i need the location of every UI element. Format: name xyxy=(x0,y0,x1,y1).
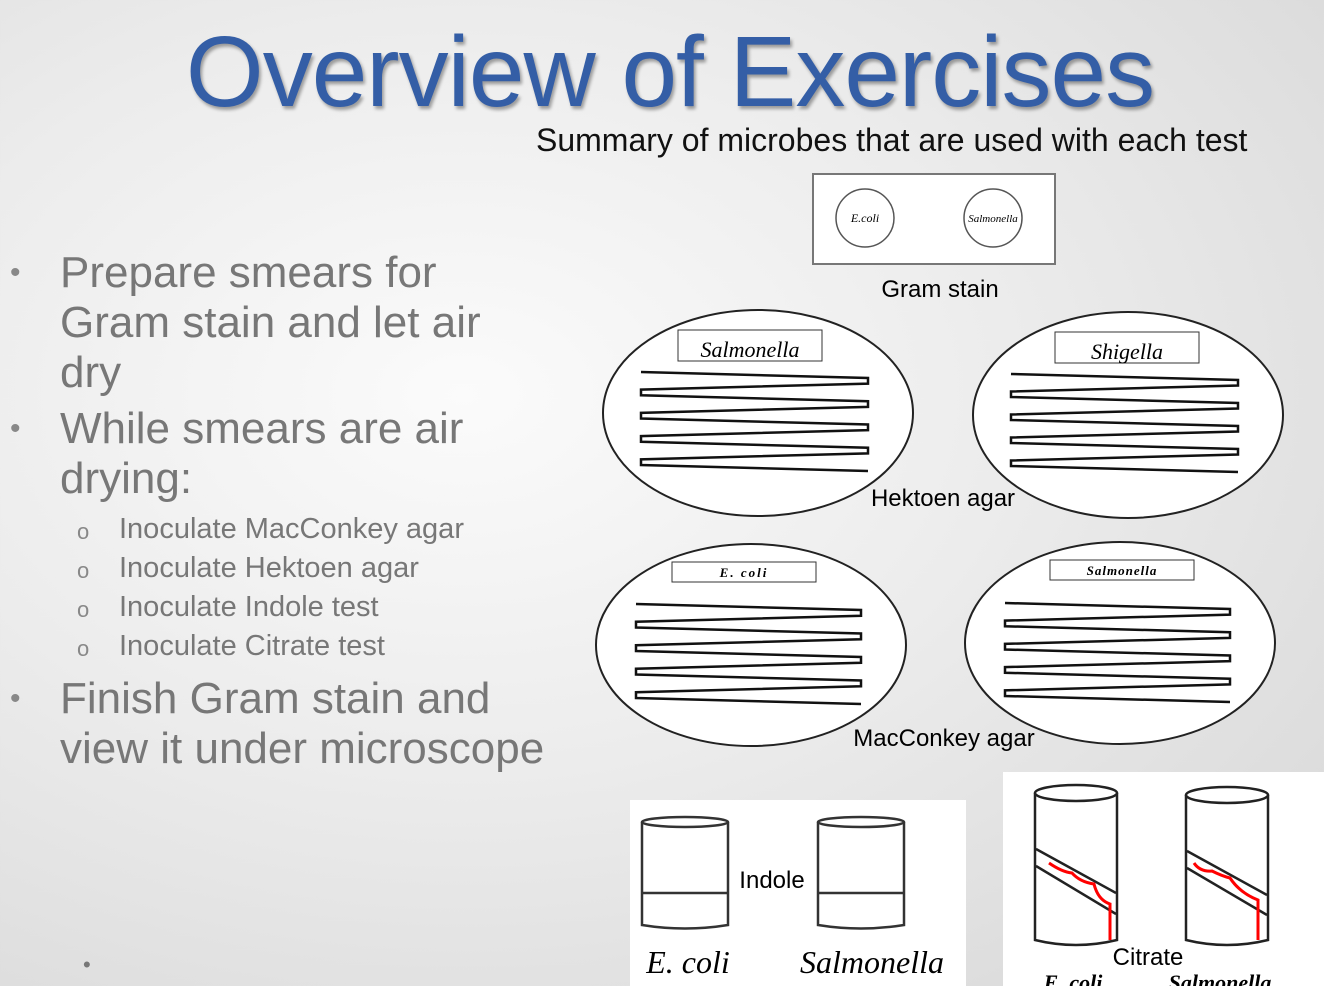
indole-ecoli-label: E. coli xyxy=(645,944,730,980)
citrate-tube-ecoli xyxy=(1033,783,1119,947)
bullet-dot: • xyxy=(10,256,21,289)
bullet-line: Finish Gram stain and xyxy=(60,674,491,723)
macconkey-plate-salmonella-label: Salmonella xyxy=(1087,563,1158,578)
streak-lines xyxy=(639,370,870,473)
sub-bullet-circle: o xyxy=(77,519,90,544)
indole-tube-ecoli xyxy=(640,815,730,930)
bullet-prepare-smears: • Prepare smears for Gram stain and let … xyxy=(0,248,600,398)
sub-bullet: o Inoculate Indole test xyxy=(0,588,600,627)
sub-bullet: o Inoculate MacConkey agar xyxy=(0,510,600,549)
bullet-while-drying: • While smears are air drying: xyxy=(0,404,600,504)
citrate-salmonella-label: Salmonella xyxy=(1169,970,1272,986)
gram-stain-label: Gram stain xyxy=(881,276,998,303)
sub-bullet: o Inoculate Citrate test xyxy=(0,627,600,666)
hektoen-plate-shigella xyxy=(972,311,1284,519)
diagram-subtitle: Summary of microbes that are used with e… xyxy=(536,122,1248,158)
bullet-dot: • xyxy=(10,412,21,445)
bullet-line: Gram stain and let air xyxy=(60,298,481,347)
indole-label: Indole xyxy=(739,867,804,894)
plate-labels: Salmonella Shigella E. coli Salmonella xyxy=(671,329,1200,583)
sub-bullet-circle: o xyxy=(77,597,90,622)
hektoen-plate-salmonella-label: Salmonella xyxy=(701,337,800,362)
hektoen-agar-label: Hektoen agar xyxy=(871,485,1015,512)
gram-stain-slide: E.coli Salmonella xyxy=(812,173,1056,265)
slide-title: Overview of Exercises xyxy=(185,16,1155,128)
citrate-label: Citrate xyxy=(1113,944,1184,971)
streak-lines xyxy=(634,602,863,706)
sub-bullet-text: Inoculate Indole test xyxy=(119,591,379,623)
macconkey-plate-salmonella xyxy=(964,541,1276,745)
sub-bullet-text: Inoculate MacConkey agar xyxy=(119,513,464,545)
sub-bullet-circle: o xyxy=(77,636,90,661)
bullet-line: dry xyxy=(60,348,122,397)
macconkey-plate-ecoli-label: E. coli xyxy=(719,565,769,580)
macconkey-agar-label: MacConkey agar xyxy=(853,725,1034,752)
gram-ecoli-label: E.coli xyxy=(850,211,879,225)
gram-salmonella-label: Salmonella xyxy=(968,213,1018,225)
bullet-line: While smears are air xyxy=(60,404,464,453)
petri-dish xyxy=(964,541,1276,745)
indole-tube-salmonella xyxy=(816,815,906,930)
petri-dish xyxy=(595,543,907,747)
sub-bullet: o Inoculate Hektoen agar xyxy=(0,549,600,588)
sub-bullet-circle: o xyxy=(77,558,90,583)
bullet-line: view it under microscope xyxy=(60,724,545,773)
indole-salmonella-label: Salmonella xyxy=(800,944,944,980)
streak-lines xyxy=(1003,601,1232,704)
bullet-line: drying: xyxy=(60,454,193,503)
bullet-dot: • xyxy=(10,682,21,715)
macconkey-plate-ecoli xyxy=(595,543,907,747)
citrate-tube-salmonella xyxy=(1184,785,1270,947)
bullet-line: Prepare smears for xyxy=(60,248,437,297)
streak-lines xyxy=(1009,372,1240,474)
bullet-finish-gram: • Finish Gram stain and view it under mi… xyxy=(0,674,600,774)
empty-bullet-dot: • xyxy=(83,952,91,977)
sub-bullet-text: Inoculate Citrate test xyxy=(119,630,385,662)
sub-bullet-text: Inoculate Hektoen agar xyxy=(119,552,419,584)
bullet-list: • Prepare smears for Gram stain and let … xyxy=(0,248,600,780)
citrate-ecoli-label: E. coli xyxy=(1043,970,1104,986)
hektoen-plate-shigella-label: Shigella xyxy=(1091,339,1163,364)
